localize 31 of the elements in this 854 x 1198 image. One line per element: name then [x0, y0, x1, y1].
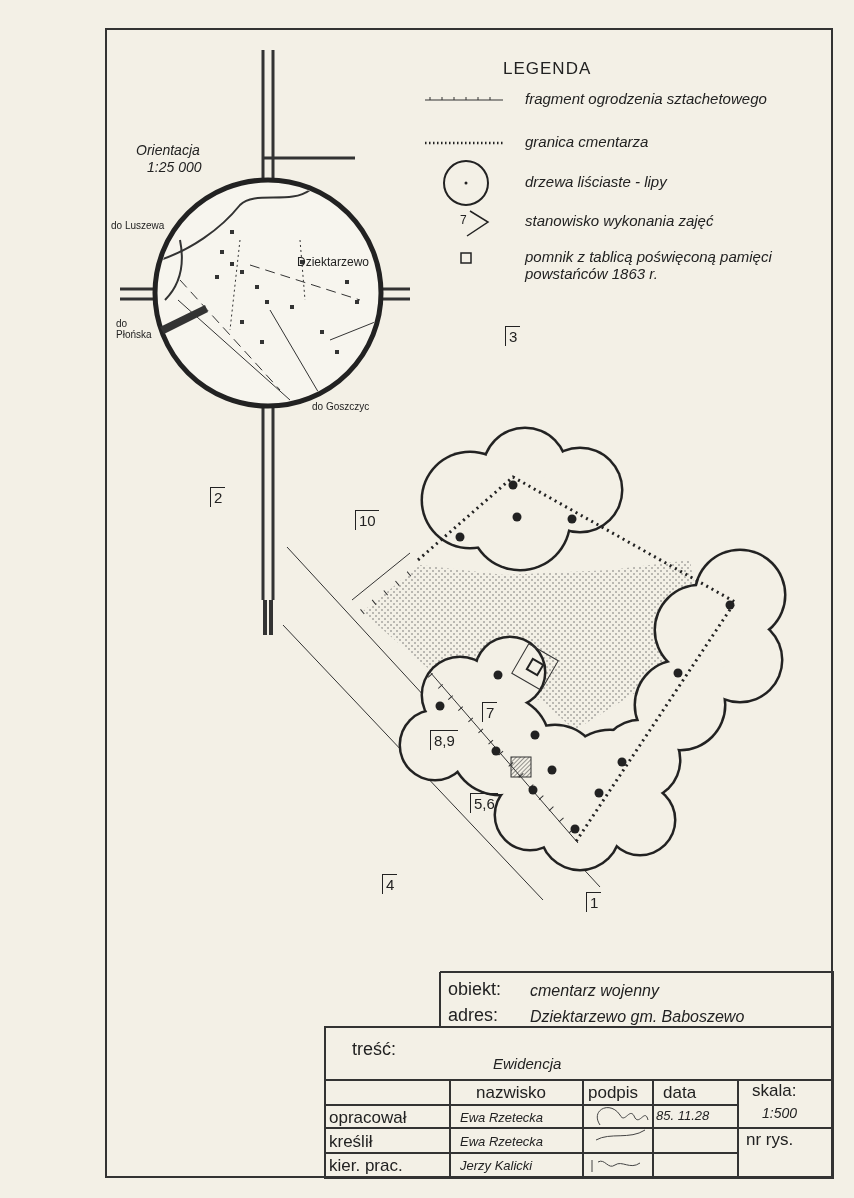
legend-entry: stanowisko wykonania zajęć: [525, 212, 715, 230]
column-header: data: [663, 1084, 697, 1103]
legend-entry: pomnik z tablicą poświęconą pamięci powstańców 1863 r.: [525, 248, 773, 283]
field-label: treść:: [352, 1040, 396, 1060]
map-scale: 1:25 000: [147, 160, 202, 176]
field-value: Dziektarzewo gm. Baboszewo: [530, 1008, 745, 1026]
road-destination: do Płońska: [116, 318, 153, 340]
row-header: kier. prac.: [329, 1157, 403, 1176]
column-header: skala:: [752, 1082, 797, 1101]
field-label: obiekt:: [448, 980, 502, 1000]
column-header: podpis: [588, 1084, 639, 1103]
table-value: Ewa Rzetecka: [460, 1111, 544, 1126]
table-value: Ewa Rzetecka: [460, 1135, 544, 1150]
legend-entry: granica cmentarza: [525, 133, 650, 151]
column-header: nazwisko: [476, 1084, 546, 1103]
legend-entry: drzewa liściaste - lipy: [525, 173, 669, 191]
map-caption: Orientacja: [136, 143, 200, 159]
table-value: Jerzy Kalicki: [460, 1159, 533, 1174]
row-header: kreślił: [329, 1133, 373, 1152]
row-header: opracował: [329, 1109, 407, 1128]
field-value: Ewidencja: [493, 1056, 562, 1073]
table-value: 85. 11.28: [656, 1109, 710, 1124]
field-label: adres:: [448, 1006, 499, 1026]
place-name: Dziektarzewo: [297, 256, 370, 270]
road-destination: do Goszczyc: [312, 401, 370, 412]
road-destination: do Luszewa: [111, 220, 165, 231]
table-value: 1:500: [762, 1106, 798, 1122]
station-number: 7: [460, 214, 467, 228]
row-header: nr rys.: [746, 1131, 794, 1150]
legend-entry: fragment ogrodzenia sztachetowego: [525, 90, 768, 108]
field-value: cmentarz wojenny: [530, 982, 659, 1000]
